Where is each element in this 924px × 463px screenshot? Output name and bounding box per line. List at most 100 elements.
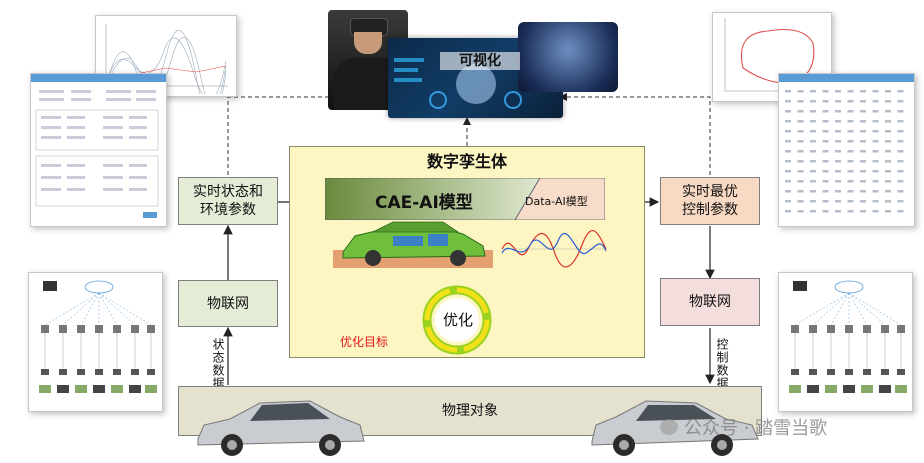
table-cell-mark: [872, 110, 879, 113]
sensor-node: [845, 369, 853, 375]
right-network-graphic: [789, 280, 907, 393]
table-cell-mark: [847, 100, 854, 103]
network-link: [848, 292, 868, 326]
table-cell-mark: [835, 150, 841, 153]
table-cell-mark: [785, 190, 791, 193]
table-cell-mark: [860, 140, 866, 143]
table-cell-mark: [797, 90, 804, 93]
control-params-line2: 控制参数: [682, 202, 738, 218]
machine-node: [145, 385, 157, 393]
table-cell-mark: [810, 200, 816, 203]
table-cell-mark: [835, 160, 841, 163]
table-cell-mark: [797, 150, 804, 153]
table-cell-mark: [897, 140, 904, 143]
device-node: [881, 325, 889, 333]
table-cell-mark: [897, 120, 904, 123]
table-cell-mark: [785, 130, 791, 133]
table-cell-mark: [822, 170, 829, 173]
table-cell-mark: [885, 110, 891, 113]
table-cell-mark: [797, 160, 804, 163]
left-network-graphic: [39, 280, 157, 393]
state-params-box: 实时状态和 环境参数: [178, 177, 278, 225]
table-cell-mark: [872, 150, 879, 153]
device-node: [147, 325, 155, 333]
table-cell-mark: [847, 190, 854, 193]
optimize-target-label: 优化目标: [340, 335, 389, 349]
table-cell-mark: [897, 210, 904, 213]
parameter-form-screenshot: [30, 73, 167, 227]
table-cell-mark: [872, 210, 879, 213]
table-cell-mark: [860, 170, 866, 173]
network-link: [62, 292, 100, 326]
table-cell-mark: [847, 150, 854, 153]
table-cell-mark: [872, 120, 879, 123]
table-cell-mark: [885, 180, 891, 183]
device-node: [59, 325, 67, 333]
table-cell-mark: [860, 100, 866, 103]
network-link: [812, 292, 850, 326]
machine-node: [879, 385, 891, 393]
table-cell-mark: [810, 100, 816, 103]
table-cell-mark: [847, 180, 854, 183]
table-cell-mark: [835, 130, 841, 133]
table-cell-mark: [810, 120, 816, 123]
table-cell-mark: [835, 90, 841, 93]
device-node: [113, 325, 121, 333]
visualization-title: 可视化: [440, 52, 520, 70]
watermark-text: 公众号 · 踏雪当歌: [684, 418, 828, 439]
table-cell-mark: [885, 210, 891, 213]
table-cell-mark: [785, 120, 791, 123]
optimize-label: 优化: [443, 311, 474, 329]
cae-ai-model-label: CAE-AI模型: [375, 193, 473, 213]
device-node: [131, 325, 139, 333]
device-node: [41, 325, 49, 333]
device-node: [897, 325, 905, 333]
table-cell-mark: [885, 160, 891, 163]
table-cell-mark: [847, 160, 854, 163]
optimize-cycle: 优化: [420, 283, 494, 357]
dashed-link-right-visual: [559, 93, 711, 175]
machine-node: [825, 385, 837, 393]
table-cell-mark: [872, 160, 879, 163]
visualization-panel: 可视化: [328, 8, 620, 120]
machine-node: [861, 385, 873, 393]
table-cell-mark: [810, 170, 816, 173]
digital-twin-title: 数字孪生体: [426, 152, 507, 171]
table-cell-mark: [810, 190, 816, 193]
device-node: [863, 325, 871, 333]
model-banner: CAE-AI模型 Data-AI模型: [324, 177, 606, 221]
sensor-node: [41, 369, 49, 375]
table-cell-mark: [847, 110, 854, 113]
state-params-line2: 环境参数: [200, 202, 256, 218]
machine-node: [895, 385, 907, 393]
network-link: [794, 292, 850, 326]
left-car-graphic: [197, 400, 365, 456]
table-cell-mark: [822, 160, 829, 163]
sensor-node: [131, 369, 139, 375]
machine-node: [111, 385, 123, 393]
network-link: [848, 292, 886, 326]
table-cell-mark: [835, 100, 841, 103]
table-cell-mark: [885, 130, 891, 133]
table-cell-mark: [797, 170, 804, 173]
right-iot-box: 物联网: [660, 278, 760, 326]
network-link: [80, 292, 100, 326]
table-cell-mark: [797, 120, 804, 123]
sensor-node: [95, 369, 103, 375]
table-cell-mark: [872, 100, 879, 103]
device-node: [77, 325, 85, 333]
table-cell-mark: [785, 180, 791, 183]
table-cell-mark: [822, 90, 829, 93]
machine-node: [39, 385, 51, 393]
sensor-node: [881, 369, 889, 375]
machine-node: [93, 385, 105, 393]
table-cell-mark: [897, 160, 904, 163]
table-cell-mark: [847, 210, 854, 213]
optimize-cycle-graphic: [422, 285, 492, 355]
table-cell-mark: [860, 190, 866, 193]
table-cell-mark: [897, 200, 904, 203]
table-cell-mark: [835, 190, 841, 193]
table-cell-mark: [860, 210, 866, 213]
table-cell-mark: [810, 140, 816, 143]
table-cell-mark: [872, 180, 879, 183]
